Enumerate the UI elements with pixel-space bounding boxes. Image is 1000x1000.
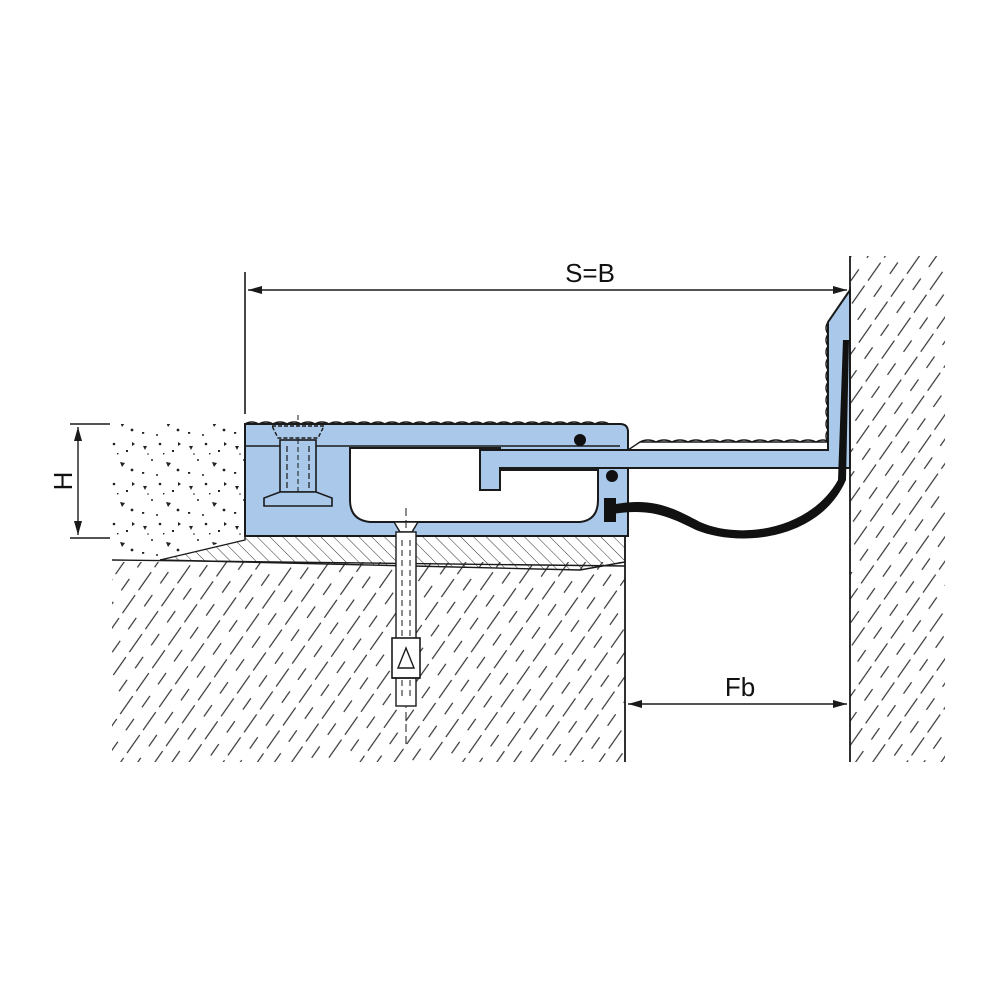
elastomer-seal	[574, 340, 849, 539]
height-dimension-label: H	[48, 472, 78, 491]
fixing-screw-left	[263, 415, 333, 507]
cover-plate	[479, 286, 851, 491]
gap-dimension-label: Fb	[725, 672, 755, 702]
left-concrete-slab	[112, 536, 626, 762]
dimension-gap: Fb	[628, 672, 847, 708]
dimension-width: S=B	[244, 258, 847, 414]
dimension-height: H	[48, 423, 110, 539]
floor-screed	[111, 424, 626, 567]
width-dimension-label: S=B	[565, 258, 615, 288]
right-wall	[849, 256, 945, 762]
anchor-bolt	[391, 508, 421, 744]
